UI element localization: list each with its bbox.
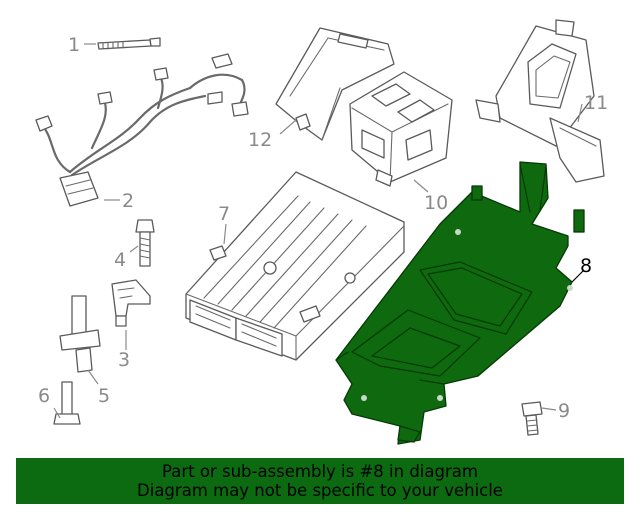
leader-lines (53, 43, 585, 419)
callout-8: 8 (580, 255, 592, 277)
exploded-view: 1 2 3 4 5 6 7 8 9 10 11 12 (35, 19, 608, 445)
part-5-cam-sensor[interactable] (59, 295, 101, 373)
banner-line-1: Part or sub-assembly is #8 in diagram (162, 462, 478, 481)
callout-4: 4 (114, 249, 126, 271)
callout-12: 12 (248, 129, 272, 151)
callout-5: 5 (98, 385, 110, 407)
part-8-mounting-bracket[interactable] (335, 161, 585, 445)
part-2-wiring-harness[interactable] (35, 53, 249, 207)
callout-11: 11 (584, 92, 608, 114)
part-1-sensor-rod[interactable] (97, 37, 161, 50)
part-4-bolt[interactable] (135, 219, 155, 267)
callout-7: 7 (218, 203, 230, 225)
callout-10: 10 (424, 192, 448, 214)
callout-6: 6 (38, 385, 50, 407)
callout-2: 2 (122, 190, 134, 212)
part-9-small-bolt[interactable] (521, 401, 543, 436)
callout-1: 1 (68, 34, 80, 56)
part-10-relay-block[interactable] (349, 71, 453, 187)
callout-labels: 1 2 3 4 5 6 7 8 9 10 11 12 (38, 34, 608, 422)
part-12-cover-shield[interactable] (275, 27, 395, 141)
part-7-ecm-module[interactable] (185, 171, 405, 361)
part-6-stud-bolt[interactable] (53, 381, 81, 425)
info-banner: Part or sub-assembly is #8 in diagram Di… (16, 458, 624, 504)
callout-3: 3 (118, 349, 130, 371)
part-11-bracket-module[interactable] (475, 19, 605, 183)
part-3-crank-sensor[interactable] (111, 279, 151, 327)
banner-line-2: Diagram may not be specific to your vehi… (137, 481, 503, 500)
callout-9: 9 (558, 400, 570, 422)
